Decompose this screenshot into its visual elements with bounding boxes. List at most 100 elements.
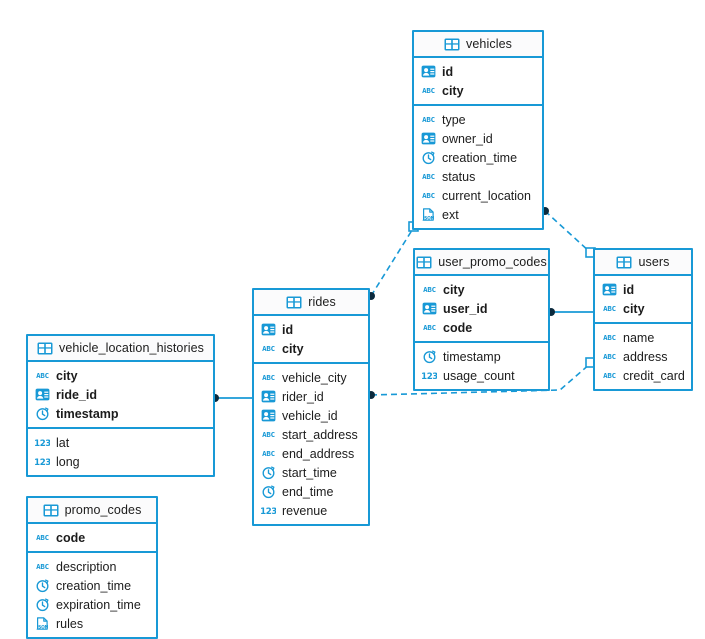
field-name: id: [282, 322, 294, 337]
entity-header[interactable]: promo_codes: [28, 498, 156, 524]
svg-text:ABC: ABC: [262, 344, 275, 353]
table-grid-icon: [444, 38, 460, 51]
field-row[interactable]: rider_id: [254, 387, 368, 406]
field-name: type: [442, 112, 466, 127]
table-grid-icon: [37, 342, 53, 355]
field-row[interactable]: ABC code: [28, 528, 156, 547]
field-name: credit_card: [623, 368, 685, 383]
svg-text:123: 123: [35, 458, 50, 468]
field-name: current_location: [442, 188, 531, 203]
field-name: code: [443, 320, 473, 335]
field-row[interactable]: vehicle_id: [254, 406, 368, 425]
entity-title: user_promo_codes: [438, 255, 547, 269]
field-name: timestamp: [56, 406, 119, 421]
123-icon: 123: [35, 454, 50, 469]
field-row[interactable]: ABC current_location: [414, 186, 542, 205]
entity-header[interactable]: users: [595, 250, 691, 276]
abc-icon: ABC: [421, 169, 436, 184]
field-row[interactable]: id: [254, 320, 368, 339]
field-row[interactable]: ABC code: [415, 318, 548, 337]
field-name: end_time: [282, 484, 334, 499]
svg-text:ABC: ABC: [262, 373, 275, 382]
svg-text:123: 123: [261, 507, 276, 517]
entity-title: vehicle_location_histories: [58, 341, 205, 355]
field-name: code: [56, 530, 86, 545]
abc-icon: ABC: [421, 83, 436, 98]
abc-icon: ABC: [421, 188, 436, 203]
svg-text:JSON: JSON: [36, 624, 49, 630]
relationship-vehicle_location_histories-to-rides[interactable]: [211, 394, 252, 402]
svg-text:ABC: ABC: [36, 533, 49, 542]
abc-icon: ABC: [261, 446, 276, 461]
field-row[interactable]: end_time: [254, 482, 368, 501]
field-row[interactable]: owner_id: [414, 129, 542, 148]
abc-icon: ABC: [422, 320, 437, 335]
field-name: timestamp: [443, 349, 501, 364]
table-grid-icon: [286, 296, 302, 309]
field-name: vehicle_city: [282, 370, 347, 385]
json-doc-icon: JSON: [421, 207, 436, 222]
field-name: rider_id: [282, 389, 324, 404]
entity-title: users: [638, 255, 670, 269]
abc-icon: ABC: [422, 282, 437, 297]
field-row[interactable]: creation_time: [28, 576, 156, 595]
entity-header[interactable]: user_promo_codes: [415, 250, 548, 276]
field-name: id: [623, 282, 635, 297]
entity-header[interactable]: vehicles: [414, 32, 542, 58]
entity-header[interactable]: vehicle_location_histories: [28, 336, 213, 362]
field-row[interactable]: ABC vehicle_city: [254, 368, 368, 387]
id-card-icon: [261, 408, 276, 423]
field-row[interactable]: timestamp: [415, 347, 548, 366]
svg-text:123: 123: [422, 372, 437, 382]
field-row[interactable]: creation_time: [414, 148, 542, 167]
entity-title: rides: [308, 295, 336, 309]
relationship-rides-to-vehicles[interactable]: [367, 221, 419, 300]
abc-icon: ABC: [261, 370, 276, 385]
field-row[interactable]: expiration_time: [28, 595, 156, 614]
field-row[interactable]: start_time: [254, 463, 368, 482]
field-row[interactable]: id: [595, 280, 691, 299]
svg-text:ABC: ABC: [603, 333, 616, 342]
abc-icon: ABC: [35, 530, 50, 545]
entity-header[interactable]: rides: [254, 290, 368, 316]
field-row[interactable]: timestamp: [28, 404, 213, 423]
relationship-user_promo_codes-to-users[interactable]: [547, 308, 593, 316]
field-row[interactable]: ride_id: [28, 385, 213, 404]
field-row[interactable]: ABC credit_card: [595, 366, 691, 385]
relationship-line: [370, 226, 415, 297]
svg-text:ABC: ABC: [36, 371, 49, 380]
svg-text:ABC: ABC: [603, 371, 616, 380]
field-row[interactable]: id: [414, 62, 542, 81]
svg-text:ABC: ABC: [422, 191, 435, 200]
clock-icon: [422, 349, 437, 364]
abc-icon: ABC: [35, 559, 50, 574]
svg-text:ABC: ABC: [36, 562, 49, 571]
field-row[interactable]: user_id: [415, 299, 548, 318]
